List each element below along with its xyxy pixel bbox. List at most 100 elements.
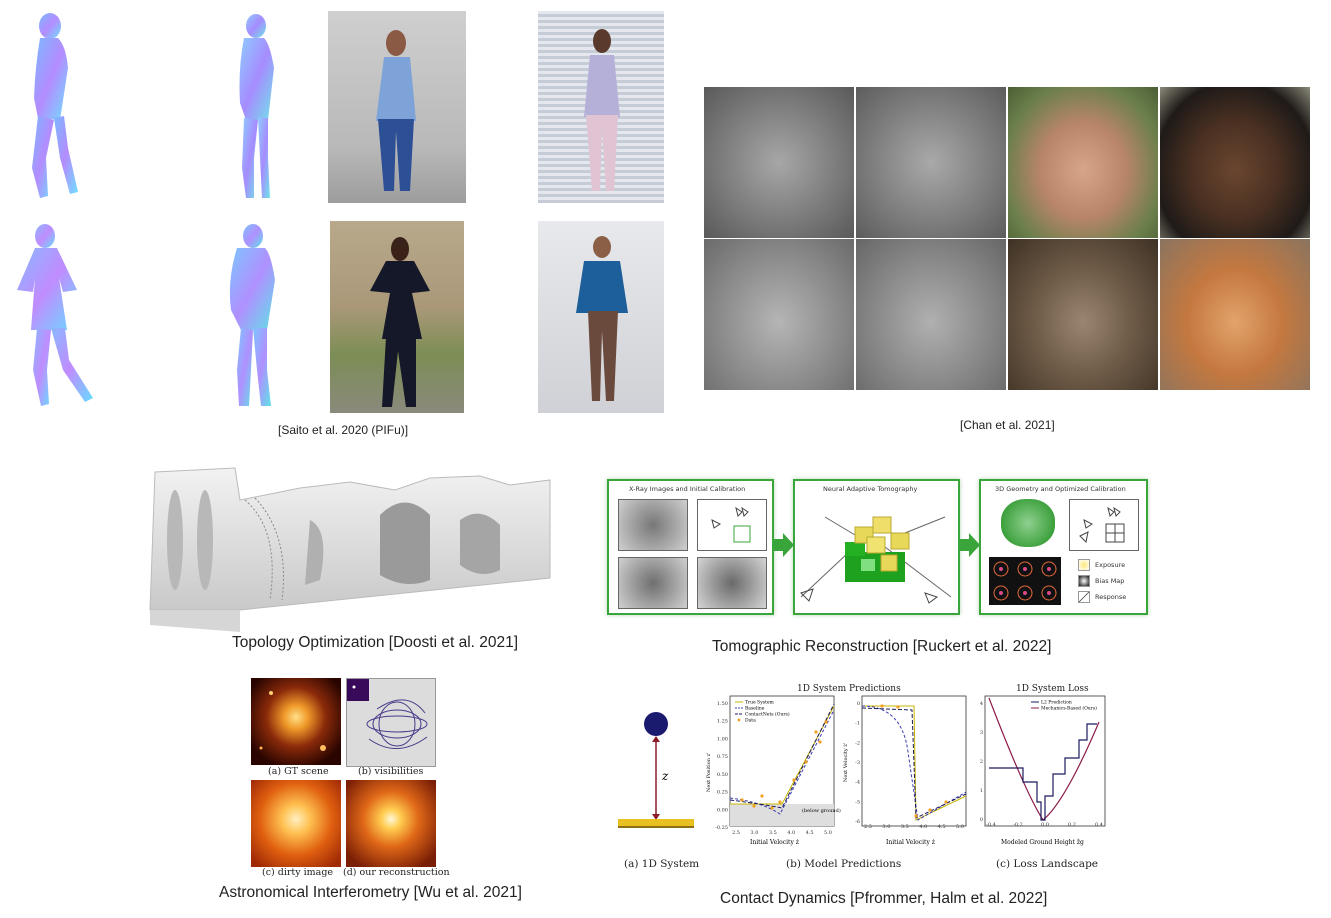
exposure-legend-label: Exposure (1095, 561, 1126, 569)
position-xlabel: Initial Velocity ż (750, 839, 799, 846)
loss-xlabel: Modeled Ground Height ẑg (1001, 839, 1084, 846)
x-tick-label: 0.2 (1068, 822, 1076, 828)
pifu-photo-4 (538, 221, 664, 413)
below-ground-label: (below ground) (802, 807, 841, 814)
y-tick-label: 0.50 (717, 772, 728, 778)
y-tick-label: -0.25 (715, 825, 728, 831)
below-ground-region (730, 804, 834, 826)
y-tick-label: 1.00 (717, 736, 728, 742)
tomography-panel-output: 3D Geometry and Optimized Calibration Ex… (979, 479, 1148, 615)
y-tick-label: 4 (980, 701, 983, 707)
x-tick-label: 4.5 (938, 824, 946, 830)
response-legend-label: Response (1095, 593, 1127, 601)
baseline-velocity-line (861, 705, 967, 821)
x-tick-label: 4.0 (919, 824, 927, 830)
x-tick-label: 4.0 (787, 830, 795, 836)
y-tick-label: 0.00 (717, 807, 728, 813)
y-tick-label: 0.25 (717, 790, 728, 796)
loss-legend: L2 Prediction Mechanics-Based (Ours) (1031, 700, 1097, 712)
velocity-ylabel: Next Velocity ż' (843, 743, 849, 782)
x-tick-label: 3.0 (750, 830, 758, 836)
y-tick-label: 2 (980, 759, 983, 765)
true-system-line (730, 705, 835, 805)
bias-map-tiles (989, 557, 1061, 605)
exposure-legend-swatch (1078, 559, 1090, 571)
x-tick-label: 3.0 (882, 824, 890, 830)
pifu-photo-2 (538, 11, 664, 203)
tomography-panel-input-title: X-Ray Images and Initial Calibration (629, 485, 746, 493)
astro-label-c: (c) dirty image (262, 867, 334, 878)
reconstructed-geometry (1001, 499, 1055, 547)
x-tick-label: 0.4 (1095, 822, 1103, 828)
astro-dirty-image (251, 780, 341, 867)
y-tick-label: -2 (855, 740, 860, 746)
contact-c-title: 1D System Loss (1016, 684, 1089, 694)
svg-text:Mechanics-Based (Ours): Mechanics-Based (Ours) (1041, 705, 1097, 712)
contact-1d-system-diagram: z (618, 712, 694, 828)
x-tick-label: 2.5 (864, 824, 872, 830)
y-tick-label: 0 (857, 701, 860, 707)
chan-geometry-cat-1 (704, 239, 854, 390)
x-tick-label: 2.5 (732, 830, 740, 836)
pifu-photo-1 (328, 11, 466, 203)
y-tick-label: -5 (855, 799, 860, 805)
x-tick-label: 5.0 (824, 830, 832, 836)
y-tick-label: 1.50 (717, 701, 728, 707)
y-tick-label: 0 (980, 817, 983, 823)
contactnets-velocity-line (861, 707, 967, 819)
astro-label-b: (b) visibilities (358, 766, 424, 777)
y-tick-label: -3 (855, 760, 860, 766)
pifu-normal-mesh-3 (17, 224, 93, 406)
svg-text:Baseline: Baseline (745, 706, 765, 712)
contact-label-c: (c) Loss Landscape (996, 858, 1099, 870)
x-tick-label: -0.2 (1013, 822, 1023, 828)
x-tick-label: -0.4 (986, 822, 996, 828)
baseline-line (729, 709, 835, 815)
astro-label-d: (d) our reconstruction (343, 867, 450, 878)
x-tick-label: 3.5 (769, 830, 777, 836)
tomography-arrow-1 (772, 533, 794, 557)
contact-caption: Contact Dynamics [Pfrommer, Halm et al. … (720, 890, 1048, 907)
astro-visibilities (346, 678, 436, 767)
pifu-caption: [Saito et al. 2020 (PIFu)] (278, 423, 409, 437)
contact-label-a: (a) 1D System (624, 858, 700, 870)
astro-gt-scene (251, 678, 341, 765)
bias-map-legend-label: Bias Map (1095, 577, 1125, 585)
contactnets-line (729, 703, 835, 809)
tomography-caption: Tomographic Reconstruction [Ruckert et a… (712, 638, 1052, 655)
svg-text:ContactNets (Ours): ContactNets (Ours) (745, 711, 790, 718)
l2-prediction-curve (989, 723, 1097, 821)
y-tick-label: -6 (855, 819, 860, 825)
pifu-normal-mesh-4 (229, 224, 275, 406)
chan-photo-cat-1 (1008, 239, 1158, 390)
topology-caption: Topology Optimization [Doosti et al. 202… (232, 634, 519, 651)
velocity-xlabel: Initial Velocity ż (886, 839, 935, 846)
prediction-legend: True System Baseline ContactNets (Ours) … (735, 700, 790, 724)
astro-label-a: (a) GT scene (268, 766, 329, 777)
contact-b-title: 1D System Predictions (797, 684, 901, 694)
data-points (740, 720, 828, 810)
xray-image-2 (618, 557, 688, 609)
x-tick-label: 4.5 (806, 830, 814, 836)
tomography-panel-input: X-Ray Images and Initial Calibration (607, 479, 774, 615)
tomography-panel-model: Neural Adaptive Tomography (793, 479, 960, 615)
chan-photo-face-1 (1008, 87, 1158, 238)
tomography-panel-model-title: Neural Adaptive Tomography (823, 485, 918, 493)
tomography-panel-output-title: 3D Geometry and Optimized Calibration (995, 485, 1126, 493)
y-tick-label: 3 (980, 730, 983, 736)
y-tick-label: -4 (855, 780, 860, 786)
astro-caption: Astronomical Interferometry [Wu et al. 2… (219, 884, 522, 901)
response-legend-swatch (1078, 591, 1090, 603)
xray-image-1 (618, 499, 688, 551)
position-ylabel: Next Position z' (706, 752, 712, 792)
pifu-photo-3 (330, 221, 464, 413)
svg-text:L2 Prediction: L2 Prediction (1041, 700, 1072, 706)
optimized-calibration-diagram (1069, 499, 1139, 551)
x-tick-label: 5.0 (956, 824, 964, 830)
astro-reconstruction (346, 780, 436, 867)
chan-geometry-face-2 (856, 87, 1006, 238)
x-tick-label: 0.0 (1041, 822, 1049, 828)
chan-photo-face-2 (1160, 87, 1310, 238)
